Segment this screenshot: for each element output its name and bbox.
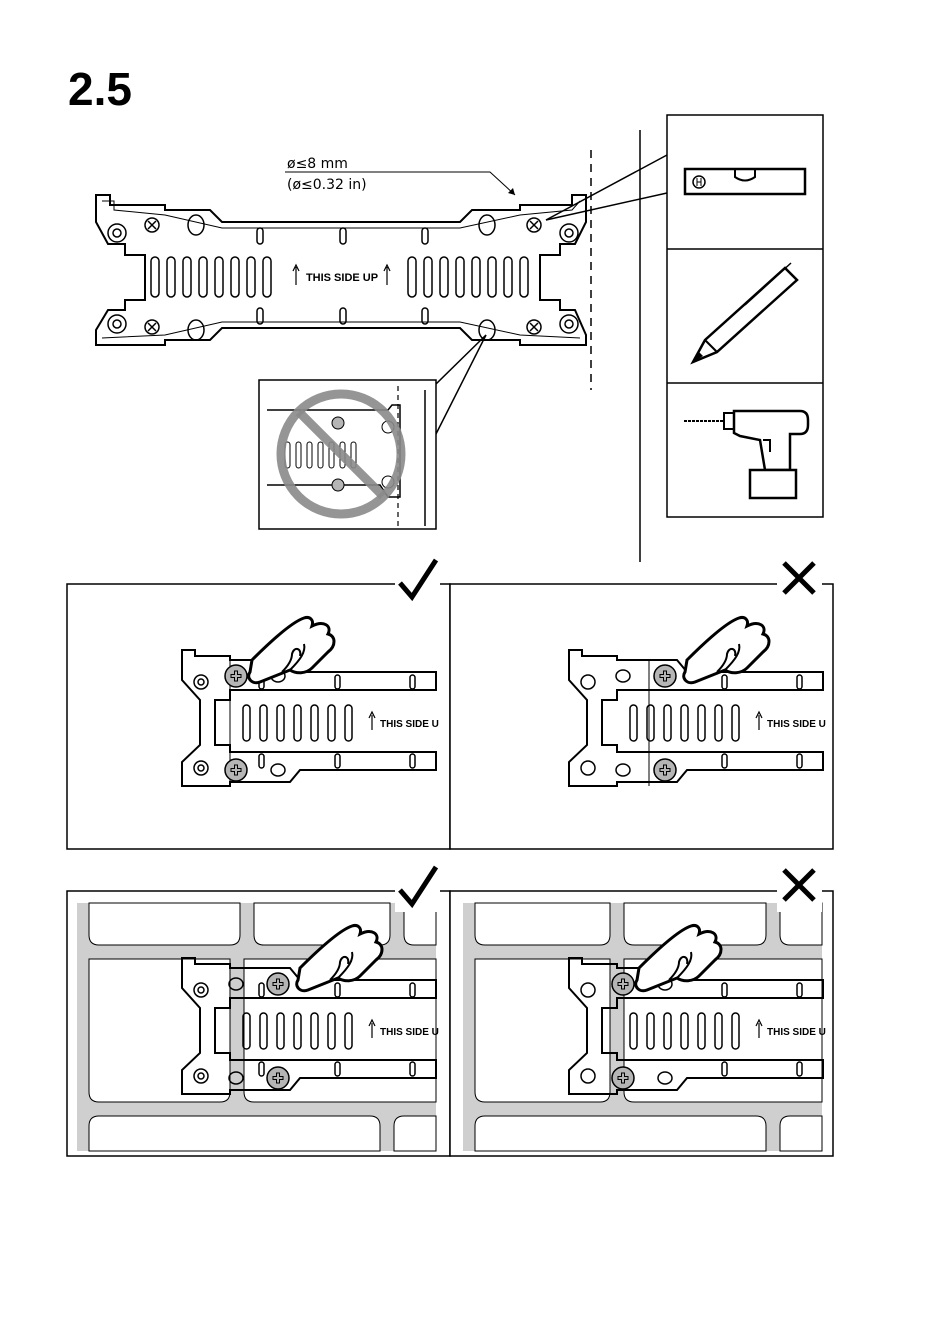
hole-size-imperial: (ø≤0.32 in)	[287, 177, 367, 193]
hole-size-metric: ø≤8 mm	[287, 156, 348, 172]
example-panel-correct-2: THIS SIDE U	[67, 867, 450, 1156]
plate-label-cropped: THIS SIDE U	[767, 1027, 826, 1038]
hole-size-callout: ø≤8 mm (ø≤0.32 in)	[285, 156, 515, 195]
example-panel-correct-1: THIS SIDE U	[67, 560, 450, 849]
plate-label-cropped: THIS SIDE U	[380, 719, 439, 730]
plate-label-cropped: THIS SIDE U	[767, 719, 826, 730]
prohibited-placement-inset	[259, 380, 436, 529]
plate-label-cropped: THIS SIDE U	[380, 1027, 439, 1038]
example-panel-incorrect-1: THIS SIDE U	[450, 563, 833, 849]
tools-panel	[667, 115, 823, 517]
mounting-plate: THIS SIDE UP	[96, 195, 586, 345]
example-panel-incorrect-2: THIS SIDE U	[450, 870, 833, 1156]
spirit-level-icon	[685, 169, 805, 194]
plate-orientation-label: THIS SIDE UP	[306, 272, 378, 284]
